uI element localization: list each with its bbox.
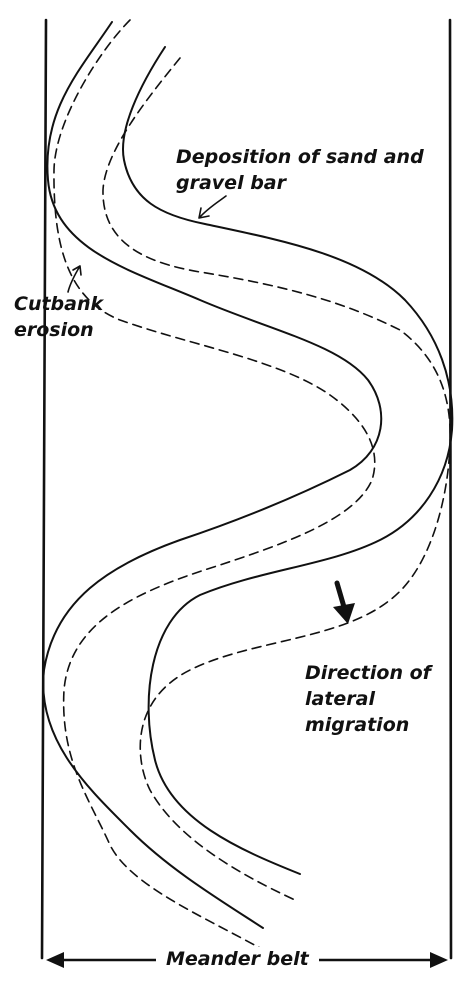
lateral-migration-label: Direction of lateral migration (305, 660, 431, 738)
direction-label-line-3: migration (305, 714, 410, 736)
cutbank-pointer-arrow (67, 265, 82, 293)
deposition-label: Deposition of sand and gravel bar (176, 144, 424, 196)
channel-bank-left (42, 21, 383, 929)
direction-label-line-2: lateral (305, 688, 376, 710)
meander-belt-label: Meander belt (156, 947, 319, 971)
belt-right-boundary (448, 18, 453, 960)
migrated-bank-right (102, 57, 452, 901)
migrated-bank-left (53, 19, 376, 949)
deposition-pointer-arrow (198, 195, 227, 219)
deposition-label-line-2: gravel bar (176, 172, 286, 194)
belt-left-boundary (40, 18, 48, 960)
deposition-label-line-1: Deposition of sand and (176, 146, 424, 168)
cutbank-label-line-2: erosion (14, 319, 94, 341)
cutbank-label-line-1: Cutbank (14, 293, 104, 315)
direction-label-line-1: Direction of (305, 662, 431, 684)
cutbank-erosion-label: Cutbank erosion (14, 291, 103, 343)
migration-direction-arrow (333, 580, 355, 624)
